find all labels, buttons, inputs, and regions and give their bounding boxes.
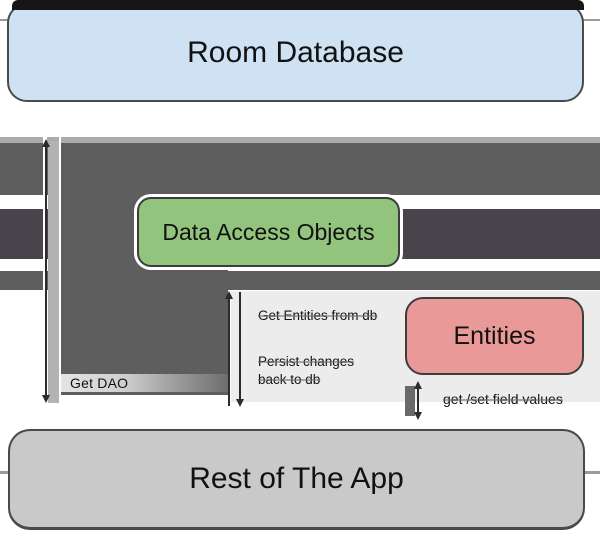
arrow-up-icon	[225, 291, 233, 299]
arrow-line	[45, 146, 47, 396]
rest-of-the-app-label: Rest of The App	[189, 462, 404, 495]
arrow-line	[228, 298, 230, 406]
get-set-arrow-bar	[405, 386, 415, 416]
data-access-objects-box: Data Access Objects	[137, 197, 400, 267]
get-dao-arrow-body: Get DAO	[61, 143, 228, 395]
arrow-up-icon	[42, 139, 50, 147]
room-database-label: Room Database	[187, 35, 404, 69]
arrow-line	[239, 292, 241, 400]
get-dao-label: Get DAO	[70, 375, 129, 391]
persist-changes-line2: back to db	[258, 371, 321, 387]
get-dao-label-stripe: Get DAO	[61, 374, 228, 392]
arrow-down-icon	[236, 399, 244, 407]
arrow-band-top-edge	[0, 137, 600, 143]
get-set-field-values-label: get /set field values	[443, 391, 563, 407]
get-dao-light-arrow-bar	[48, 141, 59, 403]
data-access-objects-label: Data Access Objects	[162, 218, 375, 245]
persist-changes-line1: Persist changes	[258, 354, 355, 369]
rest-of-the-app-box: Rest of The App	[8, 429, 585, 530]
entities-label: Entities	[453, 321, 536, 350]
top-black-bar	[12, 0, 584, 10]
get-entities-from-db-label: Get Entities from db	[258, 308, 378, 323]
arrow-down-icon	[414, 412, 422, 420]
arrow-down-icon	[42, 395, 50, 403]
entities-box: Entities	[405, 297, 584, 375]
arrow-up-icon	[414, 381, 422, 389]
arrow-line	[417, 388, 419, 413]
arrow-gap-right	[59, 137, 61, 403]
room-database-box: Room Database	[7, 3, 584, 102]
persist-changes-label: Persist changes back to db	[258, 353, 368, 388]
